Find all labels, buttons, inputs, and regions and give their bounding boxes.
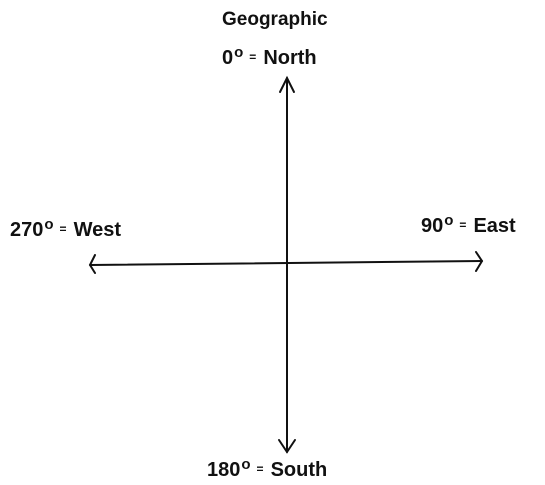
east-label: 90o = East: [421, 213, 516, 237]
south-degree-symbol: o: [241, 456, 251, 473]
north-angle: 0: [222, 47, 234, 69]
west-equals: =: [59, 222, 67, 236]
north-degree-symbol: o: [234, 44, 244, 61]
west-angle: 270: [10, 219, 44, 241]
east-equals: =: [459, 218, 467, 232]
west-degree-symbol: o: [44, 216, 54, 233]
east-degree-symbol: o: [444, 212, 454, 229]
east-angle: 90: [421, 215, 444, 237]
north-equals: =: [249, 50, 257, 64]
west-name: West: [73, 219, 121, 241]
horizontal-axis-line: [89, 260, 483, 266]
south-label: 180o = South: [207, 457, 328, 481]
west-label: 270o = West: [10, 217, 121, 241]
south-equals: =: [256, 462, 264, 476]
east-name: East: [473, 215, 516, 237]
diagram-title: Geographic: [222, 9, 328, 30]
north-label: 0o = North: [222, 45, 317, 69]
south-arrowhead: [278, 439, 296, 454]
north-arrowhead: [279, 75, 295, 93]
east-arrowhead: [475, 251, 484, 272]
south-angle: 180: [207, 459, 241, 481]
south-name: South: [270, 459, 328, 481]
north-name: North: [263, 47, 317, 69]
west-arrowhead: [88, 254, 96, 274]
